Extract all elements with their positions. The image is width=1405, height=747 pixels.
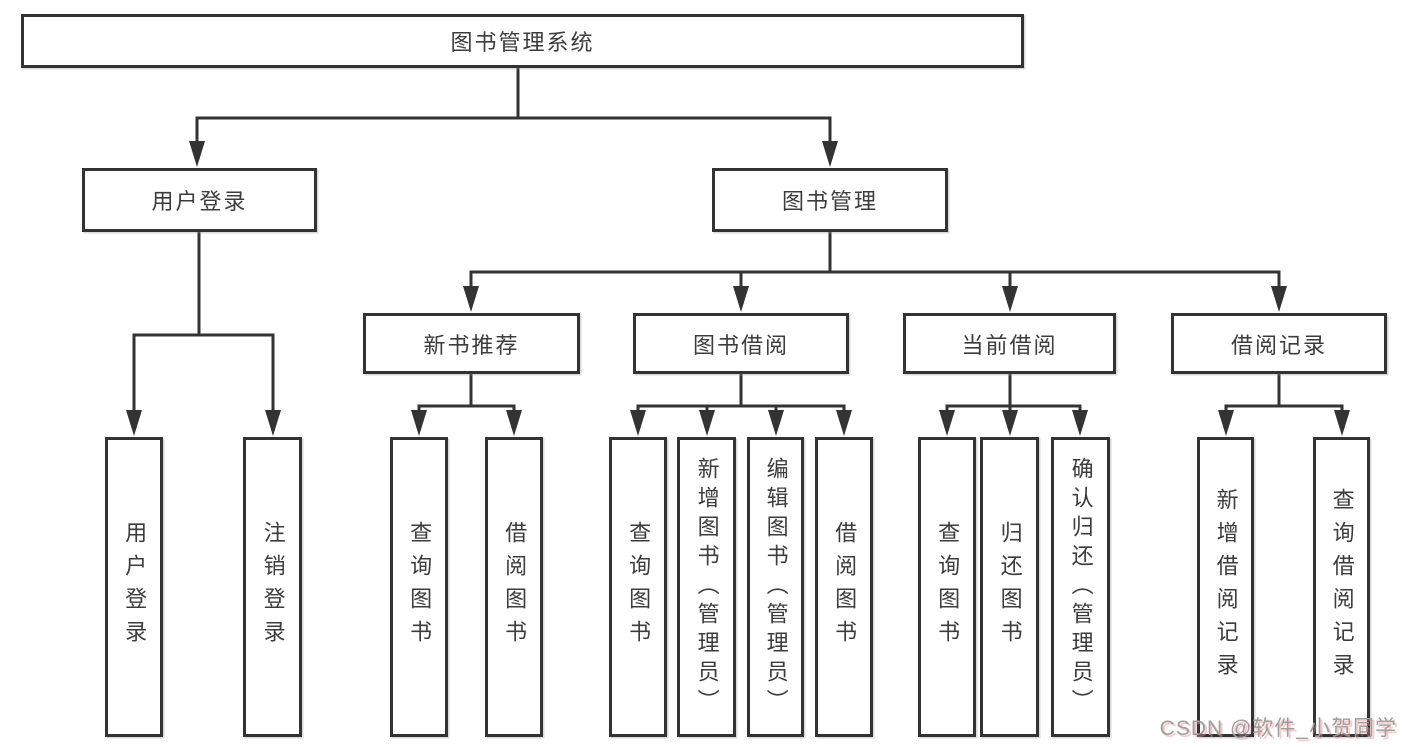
- leaf-edit-books-admin: 编辑图书（管理员）: [747, 437, 804, 737]
- leaf-borrowing-borrow-books-label: 借阅图书: [832, 521, 858, 653]
- node-user-login: 用户登录: [82, 168, 317, 232]
- leaf-recommend-query-books-label: 查询图书: [407, 521, 433, 653]
- leaf-recommend-borrow-books-label: 借阅图书: [502, 521, 528, 653]
- connector-records-branch: [1218, 372, 1350, 436]
- node-book-borrowing-label: 图书借阅: [692, 332, 789, 358]
- leaf-current-query-books: 查询图书: [918, 437, 976, 737]
- node-new-book-recommend: 新书推荐: [363, 313, 580, 374]
- leaf-recommend-borrow-books: 借阅图书: [485, 437, 543, 737]
- node-book-borrowing: 图书借阅: [633, 313, 849, 374]
- leaf-logout-label: 注销登录: [260, 521, 286, 653]
- leaf-confirm-return-admin: 确认归还（管理员）: [1051, 437, 1110, 737]
- connector-current-branch: [939, 372, 1088, 436]
- leaf-user-login-label: 用户登录: [122, 521, 148, 653]
- leaf-borrowing-query-books: 查询图书: [609, 437, 667, 737]
- node-user-login-label: 用户登录: [151, 189, 248, 214]
- node-borrowing-records-label: 借阅记录: [1230, 332, 1327, 358]
- leaf-user-login: 用户登录: [105, 437, 163, 737]
- leaf-add-books-admin-label: 新增图书（管理员）: [694, 456, 720, 718]
- leaf-borrowing-query-books-label: 查询图书: [626, 521, 652, 653]
- leaf-borrowing-borrow-books: 借阅图书: [815, 437, 873, 737]
- node-borrowing-records: 借阅记录: [1171, 313, 1387, 374]
- leaf-query-borrow-record-label: 查询借阅记录: [1329, 488, 1355, 686]
- leaf-add-borrow-record: 新增借阅记录: [1197, 437, 1254, 737]
- leaf-return-books: 归还图书: [980, 437, 1039, 737]
- connector-recommend-branch: [411, 372, 522, 436]
- leaf-add-borrow-record-label: 新增借阅记录: [1213, 488, 1239, 686]
- node-new-book-recommend-label: 新书推荐: [423, 332, 520, 358]
- node-current-borrowing: 当前借阅: [903, 313, 1116, 374]
- connector-root-branch: [189, 66, 838, 167]
- leaf-logout: 注销登录: [243, 437, 302, 737]
- connector-borrowing-branch: [630, 372, 852, 436]
- leaf-return-books-label: 归还图书: [997, 521, 1023, 653]
- leaf-current-query-books-label: 查询图书: [935, 521, 961, 653]
- node-root-label: 图书管理系统: [450, 30, 595, 55]
- node-book-management-label: 图书管理: [781, 189, 878, 214]
- leaf-query-borrow-record: 查询借阅记录: [1313, 437, 1370, 737]
- csdn-watermark: CSDN @软件_小贺同学: [1159, 717, 1397, 740]
- node-book-management: 图书管理: [712, 168, 948, 232]
- node-root: 图书管理系统: [21, 14, 1024, 68]
- node-current-borrowing-label: 当前借阅: [961, 332, 1058, 358]
- leaf-recommend-query-books: 查询图书: [390, 437, 448, 737]
- leaf-edit-books-admin-label: 编辑图书（管理员）: [763, 456, 789, 718]
- leaf-add-books-admin: 新增图书（管理员）: [677, 437, 736, 737]
- connector-book-management-branch: [463, 230, 1287, 312]
- connector-user-login-branch: [126, 230, 281, 436]
- leaf-confirm-return-admin-label: 确认归还（管理员）: [1068, 456, 1094, 718]
